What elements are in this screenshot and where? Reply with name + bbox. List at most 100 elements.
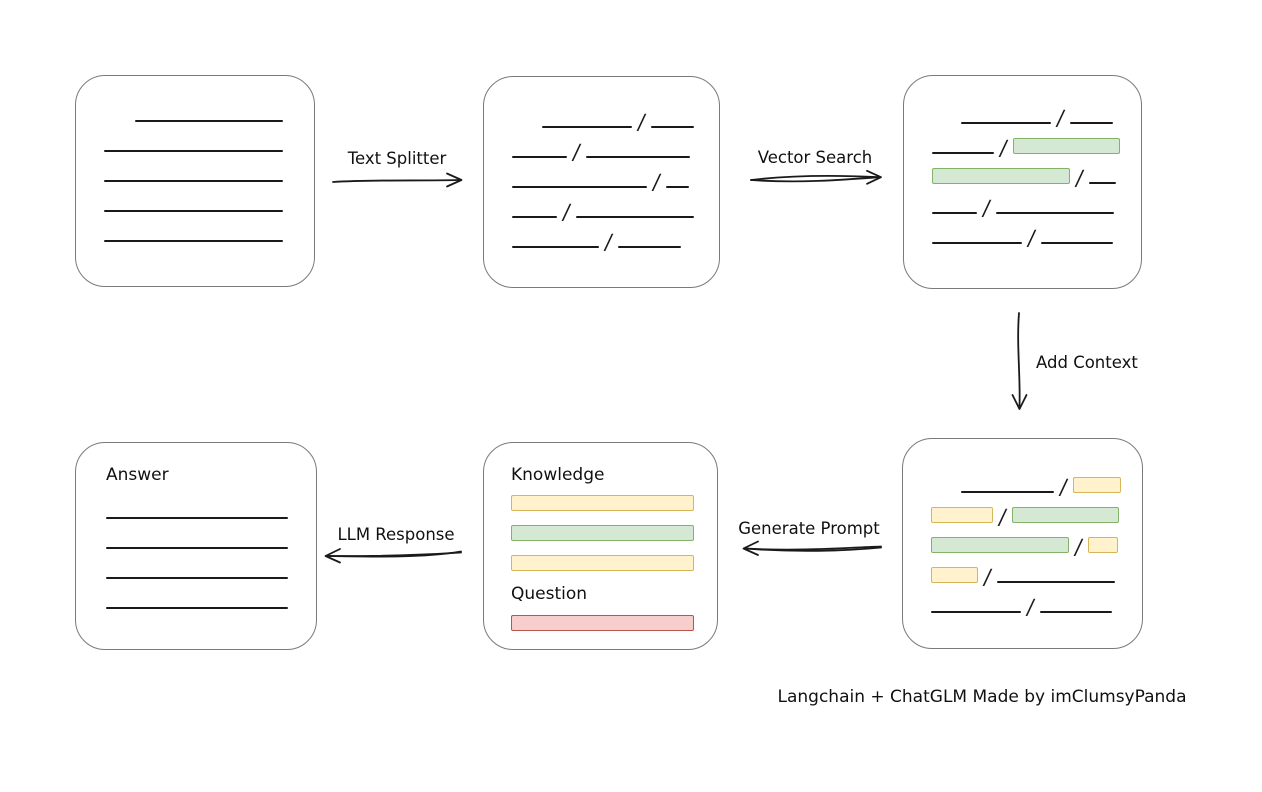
slash-separator: /	[1025, 595, 1036, 619]
vector-chunk-rows: /////	[932, 94, 1121, 250]
yellow-highlight-bar	[1088, 537, 1119, 553]
text-line	[542, 126, 632, 128]
chunk-row	[106, 519, 288, 549]
yellow-highlight-bar	[931, 567, 978, 583]
chunk-row: /	[931, 493, 1121, 529]
text-line	[618, 246, 682, 248]
text-line	[106, 547, 288, 549]
knowledge-bars	[511, 481, 694, 571]
chunk-row	[511, 601, 694, 631]
text-line	[104, 150, 283, 152]
generate-prompt-arrow	[742, 540, 882, 556]
chunk-row: /	[512, 188, 695, 224]
add-context-label: Add Context	[1036, 353, 1138, 372]
text-line	[997, 581, 1116, 583]
green-highlight-bar	[1012, 507, 1120, 523]
split-chunk-rows: /////	[512, 98, 695, 254]
text-line	[961, 491, 1054, 493]
context-chunks-box: /////	[902, 438, 1143, 649]
chunk-row	[104, 122, 283, 152]
chunk-row: /	[512, 218, 694, 254]
yellow-highlight-bar	[1073, 477, 1122, 493]
chunk-row	[104, 152, 283, 182]
chunk-row	[106, 549, 288, 579]
vector-search-label: Vector Search	[757, 148, 873, 167]
indent-gap	[512, 127, 542, 128]
text-line	[104, 210, 283, 212]
chunk-row: /	[512, 98, 695, 134]
vector-search-result-box: /////	[903, 75, 1142, 289]
indent-gap	[932, 123, 961, 124]
yellow-highlight-bar	[931, 507, 993, 523]
green-highlight-bar	[511, 525, 694, 541]
indent-gap	[931, 492, 961, 493]
chunk-row	[104, 92, 283, 122]
text-line	[1040, 611, 1113, 613]
question-label: Question	[511, 584, 588, 604]
chunk-row: /	[512, 158, 694, 194]
green-highlight-bar	[1013, 138, 1121, 154]
slash-separator: /	[603, 230, 614, 254]
source-document-box	[75, 75, 315, 287]
text-line	[931, 611, 1021, 613]
chunk-row	[104, 212, 283, 242]
text-line	[961, 122, 1051, 124]
text-line	[135, 120, 283, 122]
chunk-row: /	[512, 128, 694, 164]
context-chunk-rows: /////	[931, 463, 1122, 619]
text-line	[576, 216, 695, 218]
chunk-row: /	[932, 214, 1120, 250]
vector-search-arrow	[750, 169, 882, 185]
chunk-row: /	[931, 463, 1122, 499]
text-splitter-arrow	[332, 172, 463, 188]
chunk-row	[511, 481, 694, 511]
chunk-row: /	[931, 583, 1121, 619]
knowledge-label: Knowledge	[511, 465, 605, 485]
text-splitter-label: Text Splitter	[347, 149, 447, 168]
chunk-row	[104, 182, 283, 212]
slash-separator: /	[1026, 226, 1037, 250]
text-line	[512, 216, 557, 218]
chunk-row: /	[931, 553, 1121, 589]
chunk-row	[511, 511, 694, 541]
chunk-row: /	[932, 154, 1120, 190]
text-line	[106, 577, 288, 579]
prompt-box: Knowledge Question	[483, 442, 718, 650]
text-line	[104, 240, 283, 242]
chunk-row	[106, 579, 288, 609]
document-lines	[104, 92, 283, 242]
text-line	[512, 156, 567, 158]
text-line	[104, 180, 283, 182]
text-line	[1041, 242, 1114, 244]
chunk-row: /	[931, 523, 1121, 559]
answer-lines	[106, 489, 288, 609]
text-line	[512, 186, 647, 188]
diagram-caption: Langchain + ChatGLM Made by imClumsyPand…	[777, 687, 1187, 707]
yellow-highlight-bar	[511, 495, 694, 511]
chunk-row	[106, 489, 288, 519]
yellow-highlight-bar	[511, 555, 694, 571]
chunk-row	[511, 541, 694, 571]
chunk-row: /	[932, 124, 1121, 160]
question-bar	[511, 601, 694, 631]
green-highlight-bar	[932, 168, 1070, 184]
split-chunks-box: /////	[483, 76, 720, 288]
llm-response-label: LLM Response	[337, 525, 455, 544]
llm-response-arrow	[324, 548, 462, 564]
text-line	[586, 156, 691, 158]
generate-prompt-label: Generate Prompt	[738, 519, 880, 538]
text-line	[932, 152, 994, 154]
text-line	[106, 607, 288, 609]
chunk-row: /	[932, 184, 1120, 220]
answer-label: Answer	[106, 465, 169, 485]
text-line	[512, 246, 599, 248]
answer-box: Answer	[75, 442, 317, 650]
green-highlight-bar	[931, 537, 1069, 553]
text-line	[666, 186, 690, 188]
text-line	[996, 212, 1115, 214]
chunk-row: /	[932, 94, 1120, 130]
text-line	[1070, 122, 1114, 124]
text-line	[932, 212, 977, 214]
text-line	[106, 517, 288, 519]
text-line	[932, 242, 1022, 244]
